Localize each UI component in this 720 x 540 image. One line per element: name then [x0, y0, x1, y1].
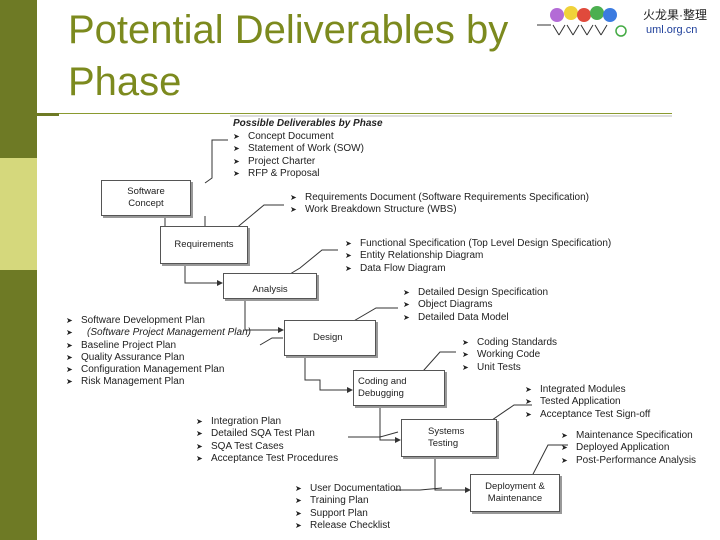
list-item: SQA Test Cases — [196, 441, 338, 454]
list-item: Detailed Design Specification — [403, 287, 548, 300]
list-item: Quality Assurance Plan — [66, 352, 251, 365]
title-rule-accent — [37, 113, 59, 116]
list-item: (Software Project Management Plan) — [66, 327, 251, 340]
concept-deliverables-list: Concept Document Statement of Work (SOW)… — [233, 131, 364, 180]
design-deliverables-list: Detailed Design Specification Object Dia… — [403, 287, 548, 324]
list-item: Configuration Management Plan — [66, 364, 251, 377]
list-item: Project Charter — [233, 156, 364, 169]
coding-deliverables-list: Coding Standards Working Code Unit Tests — [462, 337, 557, 374]
list-item: RFP & Proposal — [233, 168, 364, 181]
list-item: Release Checklist — [295, 520, 401, 533]
list-item: Data Flow Diagram — [345, 263, 611, 276]
list-item: Concept Document — [233, 131, 364, 144]
logo-people-icon — [537, 6, 627, 37]
diagram-header: Possible Deliverables by Phase — [233, 118, 383, 129]
list-item: Deployed Application — [561, 442, 696, 455]
list-item: Software Development Plan — [66, 315, 251, 328]
list-item: Maintenance Specification — [561, 430, 696, 443]
logo-url-text: uml.org.cn — [646, 24, 698, 36]
list-item: Requirements Document (Software Requirem… — [290, 192, 589, 205]
list-item: Support Plan — [295, 508, 401, 521]
list-item: Risk Management Plan — [66, 376, 251, 389]
phase-systems-testing: Systems Testing — [401, 419, 497, 457]
list-item: Acceptance Test Procedures — [196, 453, 338, 466]
list-item: Integration Plan — [196, 416, 338, 429]
list-item: Coding Standards — [462, 337, 557, 350]
test-plans-list: Integration Plan Detailed SQA Test Plan … — [196, 416, 338, 465]
list-item: Detailed SQA Test Plan — [196, 428, 338, 441]
list-item: Statement of Work (SOW) — [233, 143, 364, 156]
slide-title: Potential Deliverables by Phase — [68, 8, 509, 104]
planning-deliverables-list: Software Development Plan (Software Proj… — [66, 315, 251, 389]
user-docs-list: User Documentation Training Plan Support… — [295, 483, 401, 532]
list-item: Functional Specification (Top Level Desi… — [345, 238, 611, 251]
sidebar-strip-top — [0, 0, 37, 158]
phase-deployment-and-maintenance: Deployment & Maintenance — [470, 474, 560, 512]
list-item: Integrated Modules — [525, 384, 650, 397]
phase-software-concept: Software Concept — [101, 180, 191, 216]
list-item: Unit Tests — [462, 362, 557, 375]
phase-coding-and-debugging: Coding and Debugging — [353, 370, 445, 406]
logo-figures — [537, 6, 627, 37]
list-item: Work Breakdown Structure (WBS) — [290, 204, 589, 217]
list-item: Tested Application — [525, 396, 650, 409]
list-item: Baseline Project Plan — [66, 340, 251, 353]
phase-requirements: Requirements — [160, 226, 248, 264]
requirements-deliverables-list: Requirements Document (Software Requirem… — [290, 192, 589, 217]
list-item: Acceptance Test Sign-off — [525, 409, 650, 422]
list-item: Object Diagrams — [403, 299, 548, 312]
list-item: User Documentation — [295, 483, 401, 496]
list-item: Training Plan — [295, 495, 401, 508]
list-item: Detailed Data Model — [403, 312, 548, 325]
phase-analysis: Analysis — [223, 273, 317, 299]
list-item: Working Code — [462, 349, 557, 362]
deployment-deliverables-list: Maintenance Specification Deployed Appli… — [561, 430, 696, 467]
sidebar-strip-bottom — [0, 270, 37, 540]
phase-design: Design — [284, 320, 376, 356]
list-item: Entity Relationship Diagram — [345, 250, 611, 263]
title-rule — [37, 113, 672, 114]
analysis-deliverables-list: Functional Specification (Top Level Desi… — [345, 238, 611, 275]
logo-chinese-text: 火龙果·整理 — [643, 8, 707, 22]
testing-deliverables-list: Integrated Modules Tested Application Ac… — [525, 384, 650, 421]
list-item: Post-Performance Analysis — [561, 455, 696, 468]
